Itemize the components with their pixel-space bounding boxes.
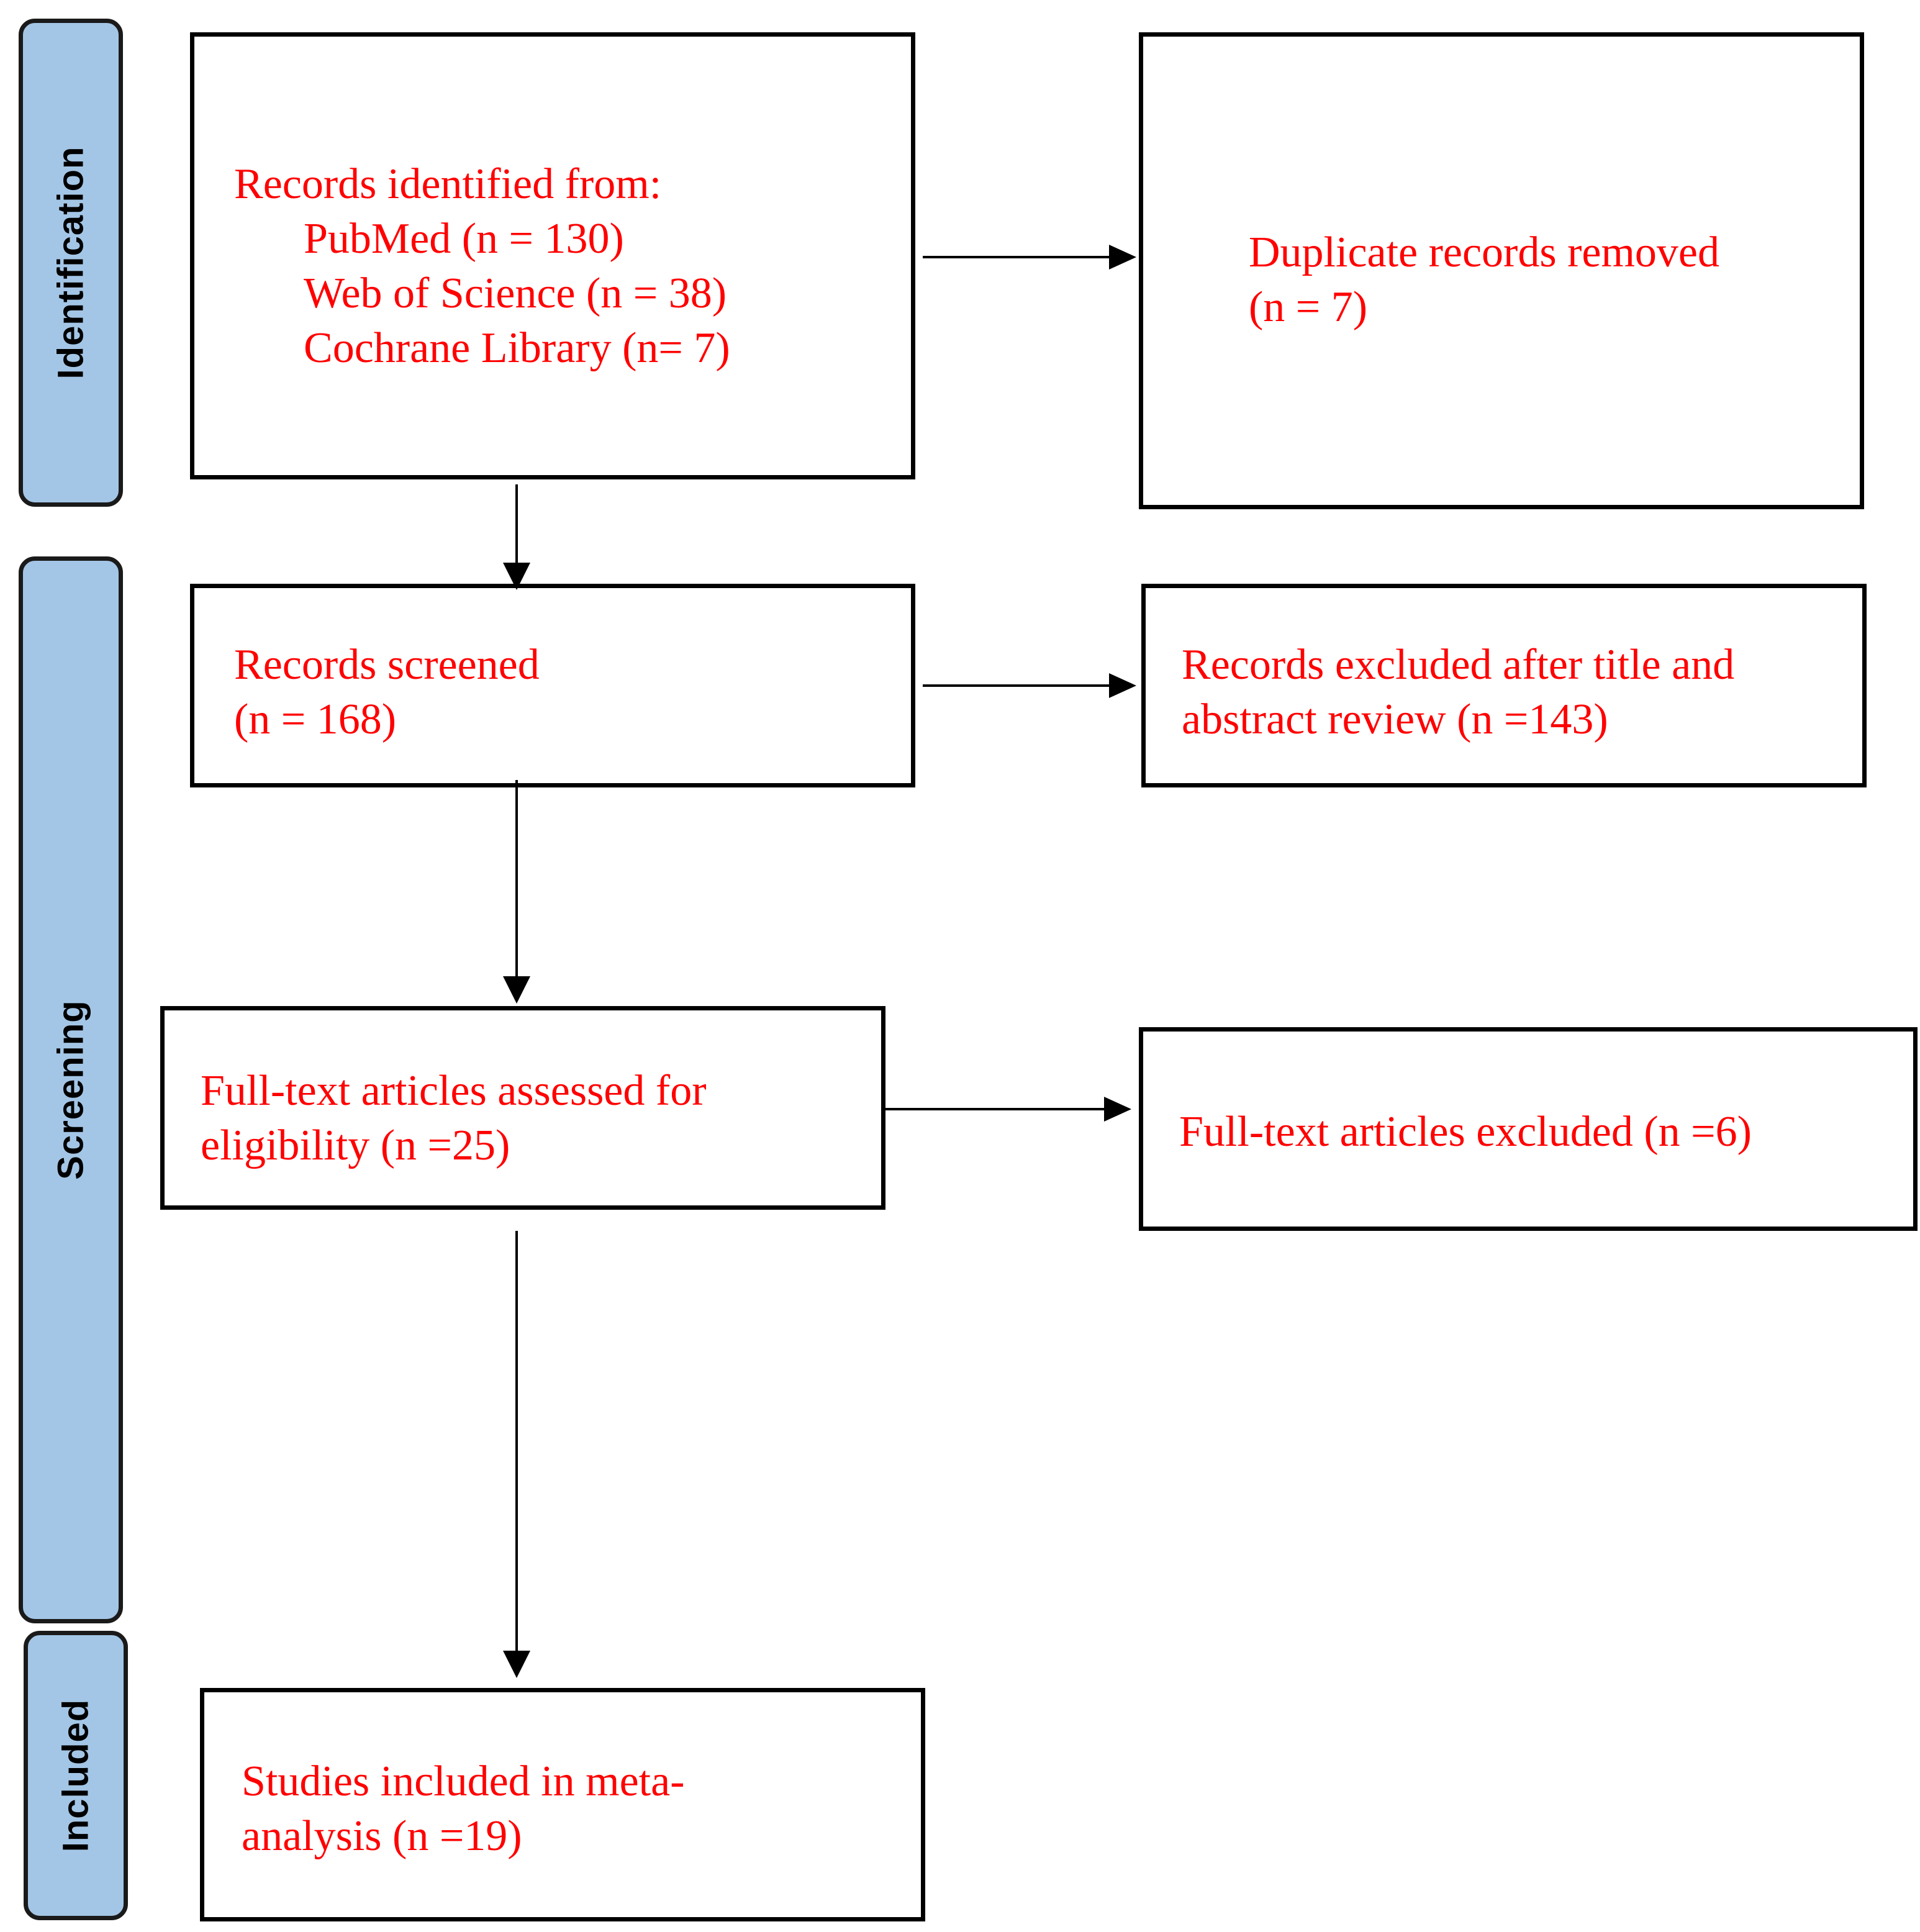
arrowhead-studies-included	[503, 1651, 530, 1678]
duplicates-removed-count: (n = 7)	[1249, 283, 1368, 331]
phase-identification: Identification	[19, 19, 123, 507]
fulltext-assessed-line1: Full-text articles assessed for	[201, 1067, 707, 1115]
records-excluded-line1: Records excluded after title and	[1182, 641, 1735, 689]
studies-included-box: Studies included in meta- analysis (n =1…	[200, 1688, 925, 1921]
duplicates-removed-text: Duplicate records removed (n = 7)	[1249, 225, 1719, 335]
source-cochrane: Cochrane Library (n= 7)	[304, 324, 730, 372]
source-pubmed: PubMed (n = 130)	[304, 215, 624, 263]
records-excluded-text: Records excluded after title and abstrac…	[1182, 638, 1734, 747]
fulltext-assessed-line2: eligibility (n =25)	[201, 1122, 510, 1169]
fulltext-excluded-line1: Full-text articles excluded (n =6)	[1179, 1108, 1752, 1156]
records-excluded-line2: abstract review (n =143)	[1182, 696, 1608, 743]
studies-included-line2: analysis (n =19)	[242, 1812, 522, 1860]
arrowhead-fulltext-assessed	[503, 976, 530, 1004]
phase-included: Included	[24, 1631, 128, 1920]
records-identified-heading: Records identified from:	[234, 160, 662, 208]
records-screened-text: Records screened (n = 168)	[234, 638, 540, 747]
records-screened-count: (n = 168)	[234, 696, 397, 743]
fulltext-assessed-text: Full-text articles assessed for eligibil…	[201, 1064, 707, 1173]
fulltext-assessed-box: Full-text articles assessed for eligibil…	[160, 1006, 885, 1210]
arrowhead-duplicates	[1109, 245, 1136, 270]
records-identified-text: Records identified from: PubMed (n = 130…	[234, 157, 730, 376]
fulltext-excluded-box: Full-text articles excluded (n =6)	[1139, 1027, 1918, 1231]
duplicates-removed-box: Duplicate records removed (n = 7)	[1139, 32, 1864, 509]
source-web-of-science: Web of Science (n = 38)	[304, 270, 727, 317]
records-excluded-box: Records excluded after title and abstrac…	[1141, 584, 1867, 787]
records-identified-box: Records identified from: PubMed (n = 130…	[190, 32, 915, 479]
duplicates-removed-label: Duplicate records removed	[1249, 229, 1720, 276]
arrowhead-records-excluded	[1109, 673, 1136, 698]
arrowhead-fulltext-excluded	[1104, 1097, 1131, 1122]
records-screened-label: Records screened	[234, 641, 540, 689]
fulltext-excluded-text: Full-text articles excluded (n =6)	[1179, 1105, 1752, 1159]
phase-screening: Screening	[19, 556, 123, 1623]
arrowhead-records-screened	[503, 563, 530, 590]
records-screened-box: Records screened (n = 168)	[190, 584, 915, 787]
studies-included-line1: Studies included in meta-	[242, 1757, 685, 1805]
studies-included-text: Studies included in meta- analysis (n =1…	[242, 1754, 684, 1864]
